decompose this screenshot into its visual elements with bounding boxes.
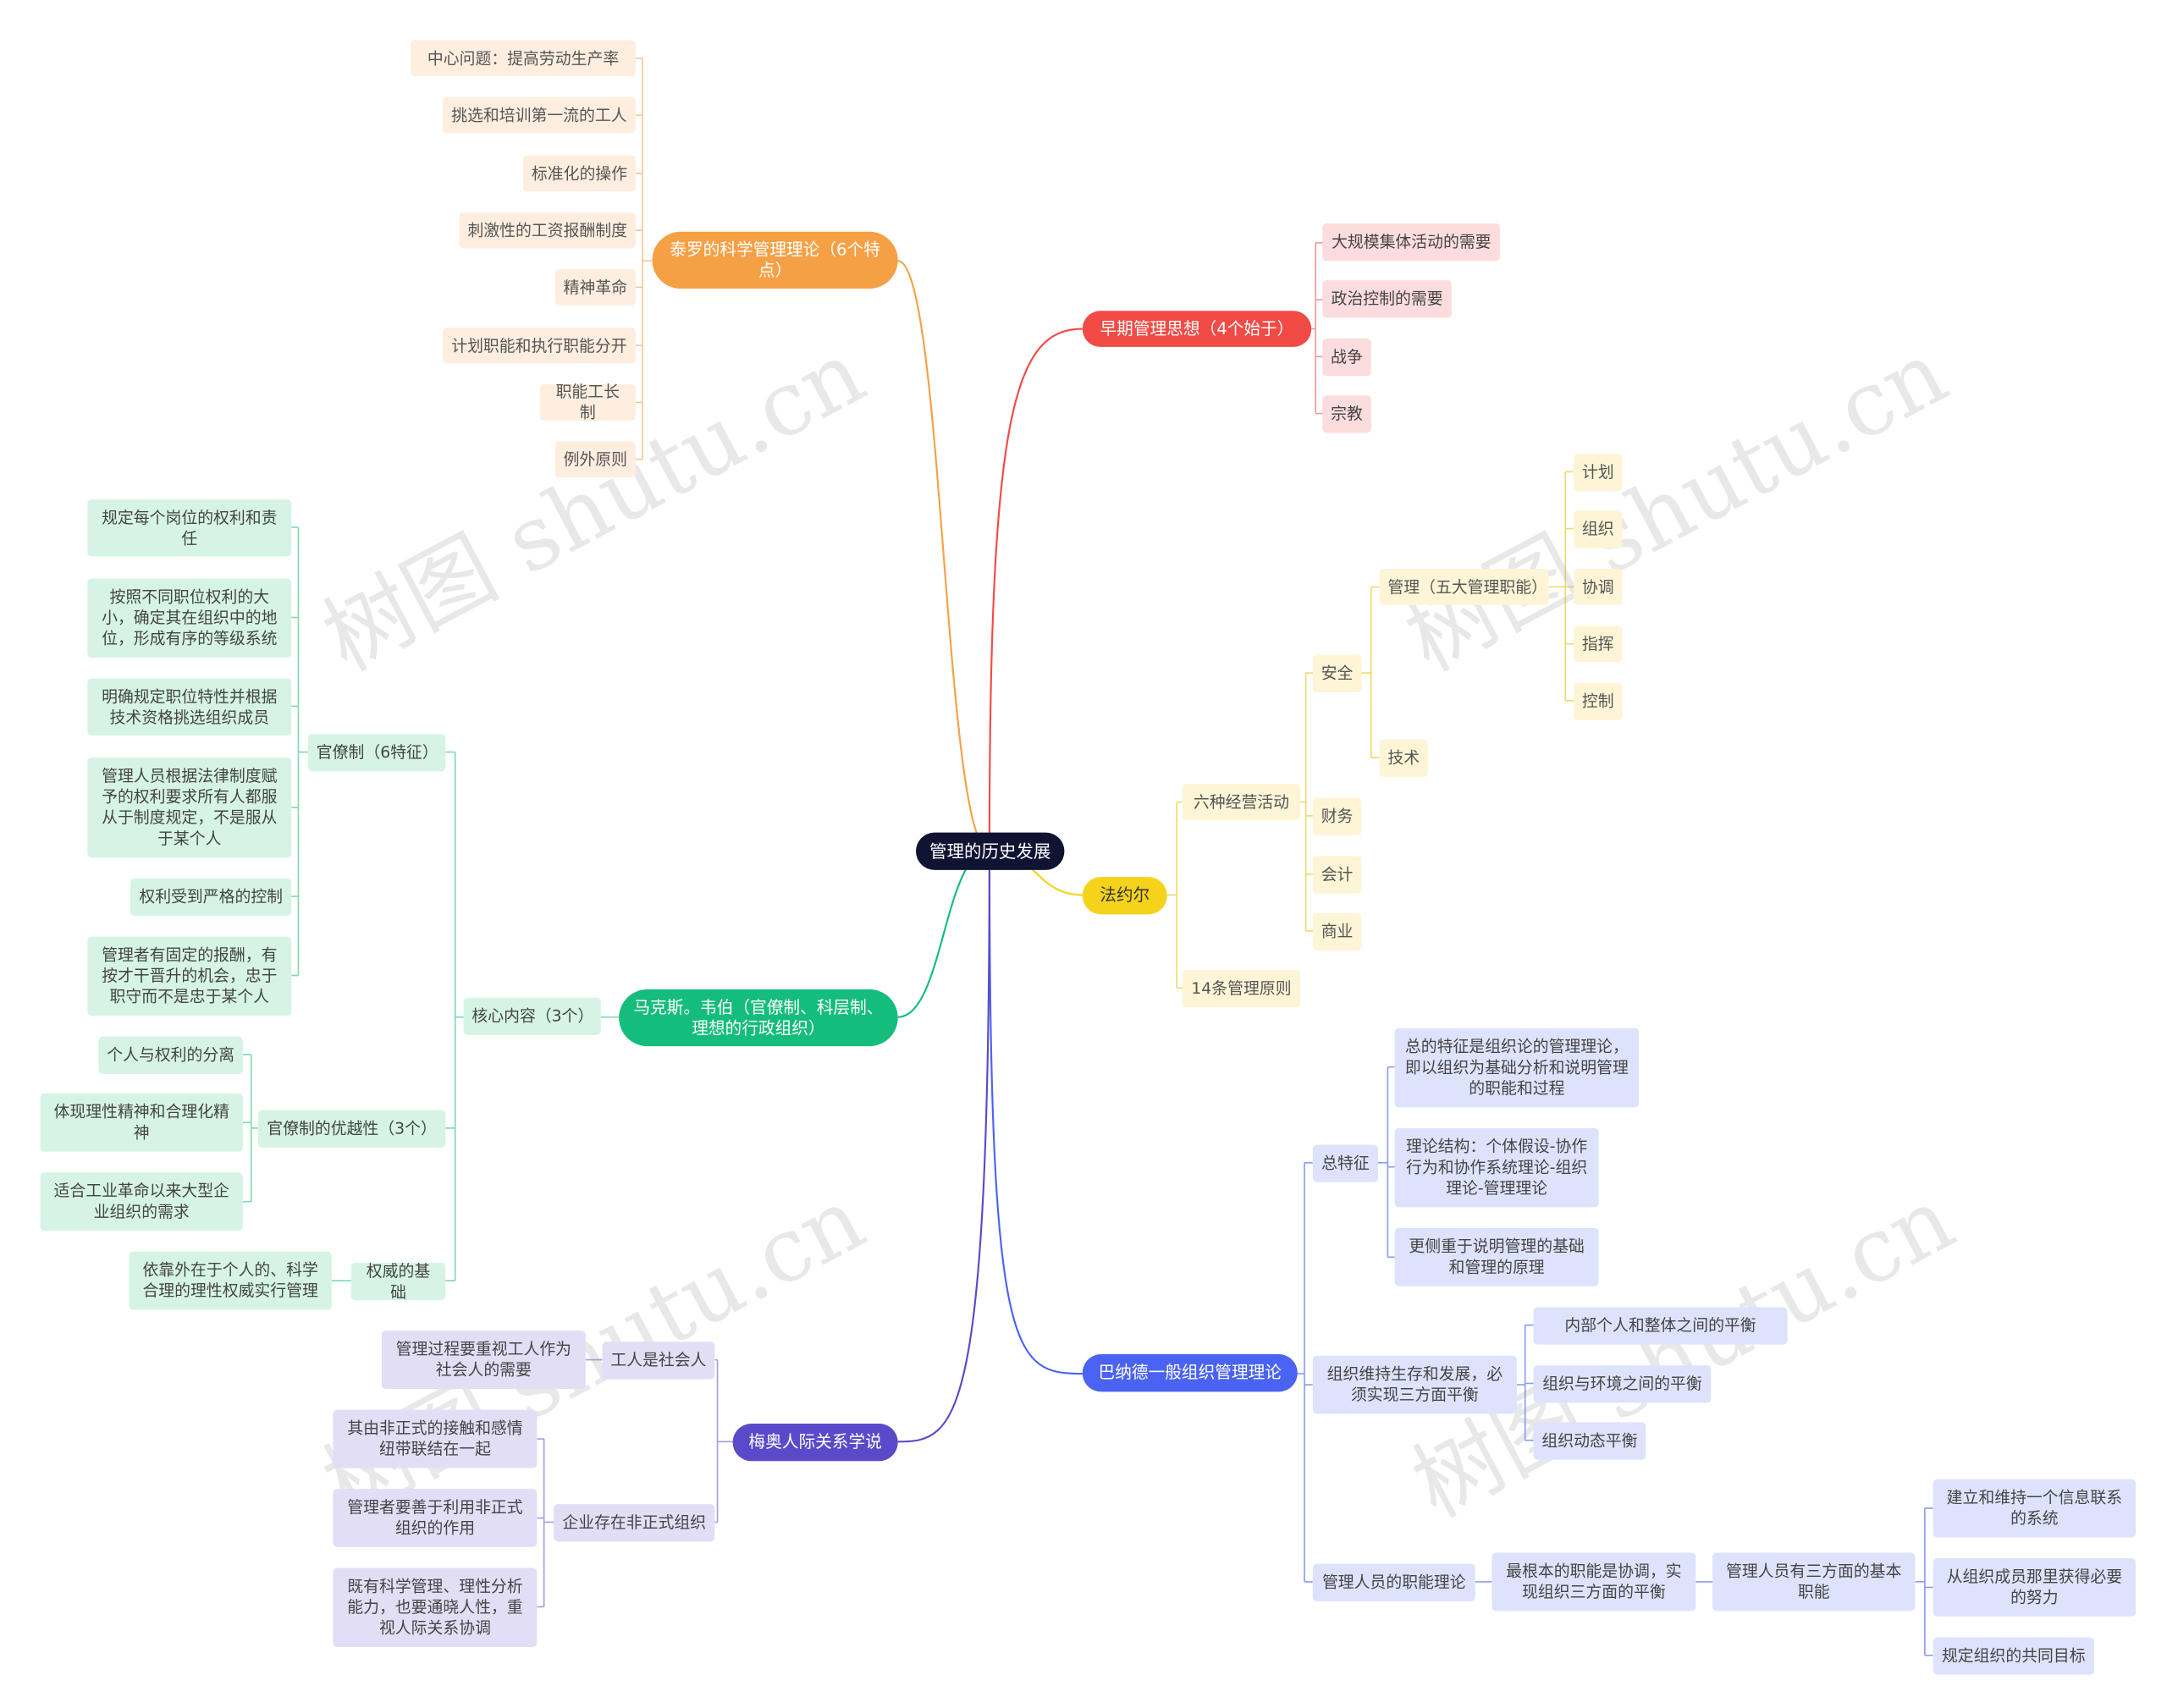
- branch-barnard[interactable]: 巴纳德一般组织管理理论: [1082, 1354, 1298, 1392]
- core-content[interactable]: 核心内容（3个）: [463, 997, 601, 1035]
- connector-line: [897, 849, 990, 1018]
- function-item[interactable]: 协调: [1574, 569, 1623, 605]
- basic-function-item[interactable]: 建立和维持一个信息联系的系统: [1933, 1479, 2137, 1538]
- connector-line: [988, 328, 1083, 851]
- bureau-feature[interactable]: 按照不同职位权利的大小，确定其在组织中的地位，形成有序的等级系统: [87, 578, 292, 658]
- six-activities[interactable]: 六种经营活动: [1182, 784, 1301, 820]
- function-item[interactable]: 指挥: [1574, 625, 1623, 662]
- bureau-feature[interactable]: 管理人员根据法律制度赋予的权利要求所有人都服从于制度规定，不是服从于某个人: [87, 758, 292, 858]
- informal-organization[interactable]: 企业存在非正式组织: [554, 1504, 715, 1542]
- bureau-feature[interactable]: 规定每个岗位的权利和责任: [87, 499, 292, 557]
- basic-function-item[interactable]: 规定组织的共同目标: [1933, 1637, 2094, 1675]
- informal-detail[interactable]: 既有科学管理、理性分析能力，也要通晓人性，重视人际关系协调: [333, 1568, 538, 1647]
- management-five-functions[interactable]: 管理（五大管理职能）: [1379, 569, 1549, 605]
- authority-basis[interactable]: 权威的基础: [350, 1260, 446, 1301]
- general-detail[interactable]: 更侧重于说明管理的基础和管理的原理: [1394, 1227, 1599, 1287]
- authority-detail[interactable]: 依靠外在于个人的、科学合理的理性权威实行管理: [129, 1251, 332, 1310]
- activity-commerce[interactable]: 商业: [1312, 912, 1362, 950]
- general-features[interactable]: 总特征: [1312, 1144, 1378, 1182]
- balance-item[interactable]: 组织与环境之间的平衡: [1533, 1365, 1712, 1403]
- function-item[interactable]: 组织: [1574, 510, 1623, 548]
- connector-line: [897, 260, 990, 852]
- bureau-feature[interactable]: 权利受到严格的控制: [130, 878, 292, 917]
- branch-fayol[interactable]: 法约尔: [1082, 877, 1167, 915]
- activity-finance[interactable]: 财务: [1312, 797, 1362, 835]
- informal-detail[interactable]: 管理者要善于利用非正式组织的作用: [333, 1489, 538, 1547]
- informal-detail[interactable]: 其由非正式的接触和感情纽带联结在一起: [333, 1409, 538, 1468]
- social-detail[interactable]: 管理过程要重视工人作为社会人的需要: [381, 1331, 586, 1390]
- basic-function-item[interactable]: 从组织成员那里获得必要的努力: [1933, 1558, 2137, 1617]
- bureau-feature[interactable]: 明确规定职位特性并根据技术资格挑选组织成员: [87, 678, 292, 736]
- taylor-item[interactable]: 中心问题：提高劳动生产率: [411, 40, 636, 77]
- taylor-item[interactable]: 标准化的操作: [523, 155, 636, 192]
- branch-early-management[interactable]: 早期管理思想（4个始于）: [1082, 311, 1312, 347]
- general-detail[interactable]: 总的特征是组织论的管理理论，即以组织为基础分析和说明管理的职能和过程: [1394, 1028, 1640, 1108]
- balance-item[interactable]: 内部个人和整体之间的平衡: [1533, 1307, 1788, 1345]
- manager-function-theory[interactable]: 管理人员的职能理论: [1312, 1563, 1475, 1601]
- bureaucracy-advantages[interactable]: 官僚制的优越性（3个）: [257, 1110, 446, 1148]
- bureaucracy-features[interactable]: 官僚制（6特征）: [307, 734, 446, 772]
- taylor-item[interactable]: 挑选和培训第一流的工人: [442, 96, 636, 134]
- fourteen-principles[interactable]: 14条管理原则: [1182, 969, 1301, 1008]
- taylor-item[interactable]: 例外原则: [554, 441, 636, 477]
- early-item[interactable]: 大规模集体活动的需要: [1322, 223, 1501, 262]
- activity-technical[interactable]: 技术: [1379, 739, 1428, 778]
- root-topic[interactable]: 管理的历史发展: [916, 832, 1065, 870]
- early-item[interactable]: 战争: [1322, 339, 1371, 377]
- activity-safety[interactable]: 安全: [1312, 654, 1362, 693]
- bureau-advantage[interactable]: 适合工业革命以来大型企业组织的需求: [40, 1172, 243, 1231]
- branch-weber[interactable]: 马克斯。韦伯（官僚制、科层制、理想的行政组织）: [619, 989, 898, 1047]
- worker-social-man[interactable]: 工人是社会人: [602, 1342, 715, 1380]
- function-item[interactable]: 控制: [1574, 682, 1623, 720]
- taylor-item[interactable]: 计划职能和执行职能分开: [442, 327, 636, 364]
- taylor-item[interactable]: 职能工长制: [539, 382, 636, 421]
- connector-line: [897, 850, 990, 1443]
- early-item[interactable]: 宗教: [1322, 395, 1371, 433]
- three-balances[interactable]: 组织维持生存和发展，必须实现三方面平衡: [1312, 1355, 1517, 1414]
- taylor-item[interactable]: 刺激性的工资报酬制度: [459, 212, 636, 249]
- branch-taylor[interactable]: 泰罗的科学管理理论（6个特点）: [652, 231, 898, 289]
- activity-accounting[interactable]: 会计: [1312, 856, 1362, 894]
- balance-item[interactable]: 组织动态平衡: [1533, 1422, 1646, 1460]
- taylor-item[interactable]: 精神革命: [554, 269, 636, 306]
- branch-mayo[interactable]: 梅奥人际关系学说: [732, 1424, 898, 1462]
- function-item[interactable]: 计划: [1574, 454, 1623, 492]
- bureau-feature[interactable]: 管理者有固定的报酬，有按才干晋升的机会，忠于职守而不是忠于某个人: [87, 936, 292, 1017]
- coordination-function[interactable]: 最根本的职能是协调，实现组织三方面的平衡: [1492, 1552, 1696, 1612]
- general-detail[interactable]: 理论结构：个体假设-协作行为和协作系统理论-组织理论-管理理论: [1394, 1127, 1599, 1208]
- three-basic-functions[interactable]: 管理人员有三方面的基本职能: [1712, 1552, 1916, 1612]
- connector-line: [988, 850, 1083, 1375]
- early-item[interactable]: 政治控制的需要: [1322, 280, 1452, 318]
- bureau-advantage[interactable]: 个人与权利的分离: [98, 1036, 243, 1074]
- bureau-advantage[interactable]: 体现理性精神和合理化精神: [40, 1093, 243, 1152]
